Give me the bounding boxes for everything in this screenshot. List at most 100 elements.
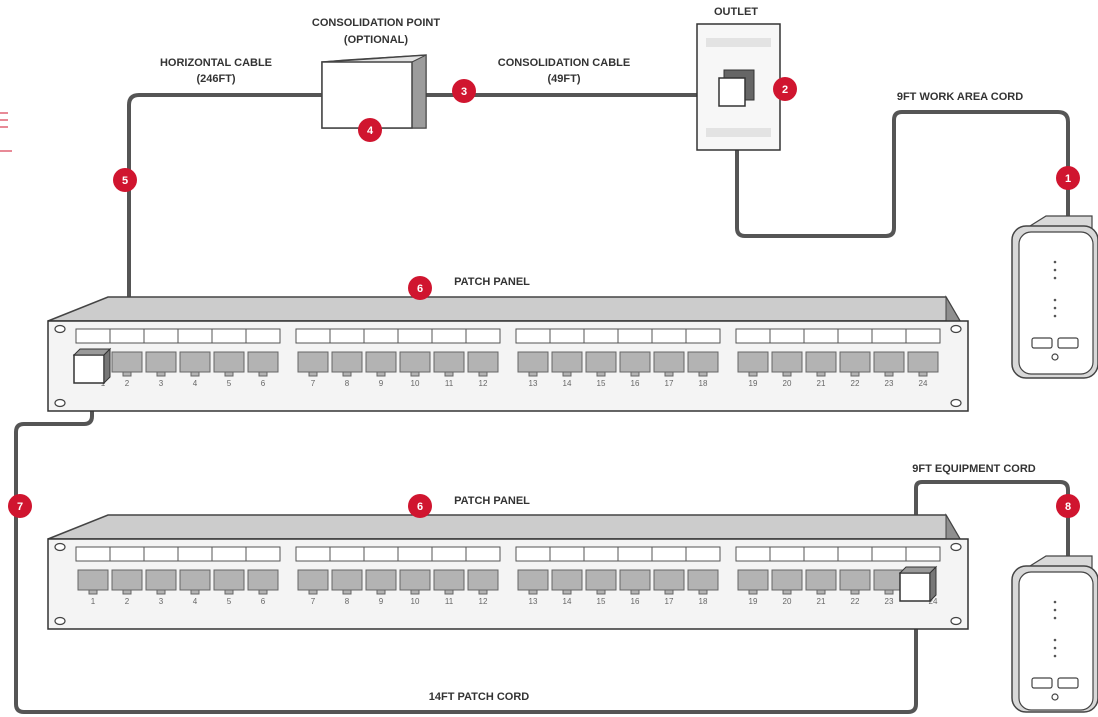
- jack-tab: [596, 371, 606, 377]
- badge-1: 1: [1056, 166, 1080, 190]
- horizontal-cable-line: [127, 93, 324, 302]
- port-number: 23: [885, 597, 894, 606]
- jack-port: [247, 569, 279, 591]
- label-strip-cell: [549, 546, 585, 562]
- port-number: 9: [379, 379, 384, 388]
- label-strip-cell: [75, 328, 111, 344]
- jack-tab: [190, 371, 200, 377]
- patch-panel-bottom-title: PATCH PANEL: [454, 495, 530, 507]
- label-strip-cell: [583, 328, 619, 344]
- mount-hole: [54, 542, 66, 552]
- jack-port: [653, 569, 685, 591]
- port-number: 1: [91, 597, 96, 606]
- jack-tab: [528, 589, 538, 595]
- port-number: 7: [311, 379, 316, 388]
- horizontal-cable-length: (246FT): [196, 73, 235, 85]
- port-number: 3: [159, 379, 164, 388]
- port-number: 9: [379, 597, 384, 606]
- jack-port: [331, 569, 363, 591]
- label-strip-cell: [837, 328, 873, 344]
- jack-tab: [88, 589, 98, 595]
- jack-tab: [630, 589, 640, 595]
- label-strip-cell: [329, 546, 365, 562]
- label-strip-cell: [685, 328, 721, 344]
- jack-tab: [918, 371, 928, 377]
- jack-tab: [156, 589, 166, 595]
- jack-port: [247, 351, 279, 373]
- port-number: 17: [665, 379, 674, 388]
- jack-port: [179, 569, 211, 591]
- label-strip-cell: [651, 328, 687, 344]
- jack-tab: [850, 371, 860, 377]
- jack-port: [805, 569, 837, 591]
- label-strip-cell: [651, 546, 687, 562]
- label-strip-cell: [245, 328, 281, 344]
- jack-port: [399, 569, 431, 591]
- port-number: 13: [529, 379, 538, 388]
- jack-port: [687, 351, 719, 373]
- consolidation-point-box: [321, 54, 427, 129]
- port-number: 22: [851, 597, 860, 606]
- label-strip-cell: [177, 328, 213, 344]
- jack-tab: [190, 589, 200, 595]
- consolidation-point-optional: (OPTIONAL): [344, 34, 408, 46]
- jack-tab: [342, 589, 352, 595]
- mount-hole: [54, 616, 66, 626]
- panel-side: [945, 295, 961, 322]
- label-strip-cell: [431, 546, 467, 562]
- jack-tab: [528, 371, 538, 377]
- jack-port: [737, 351, 769, 373]
- jack-tab: [562, 371, 572, 377]
- badge-6-bottom: 6: [408, 494, 432, 518]
- outlet-title: OUTLET: [714, 6, 758, 18]
- jack-port: [179, 351, 211, 373]
- jack-tab: [748, 371, 758, 377]
- jack-port: [331, 351, 363, 373]
- mount-hole: [950, 324, 962, 334]
- port-number: 20: [783, 379, 792, 388]
- label-strip-cell: [143, 328, 179, 344]
- jack-tab: [224, 371, 234, 377]
- jack-port: [213, 351, 245, 373]
- label-strip-cell: [837, 546, 873, 562]
- port-number: 7: [311, 597, 316, 606]
- jack-port: [517, 351, 549, 373]
- mount-hole: [54, 324, 66, 334]
- patch-cord-line: [14, 383, 918, 714]
- jack-tab: [410, 589, 420, 595]
- label-strip-cell: [245, 546, 281, 562]
- jack-tab: [596, 589, 606, 595]
- label-strip-cell: [397, 328, 433, 344]
- jack-tab: [410, 371, 420, 377]
- label-strip-cell: [871, 546, 907, 562]
- jack-tab: [562, 589, 572, 595]
- port-number: 6: [261, 379, 266, 388]
- number-badges: 1 2 3 4 5 6 6 7 8: [8, 77, 1080, 518]
- port-number: 12: [479, 379, 488, 388]
- port-number: 14: [563, 597, 572, 606]
- jack-tab: [478, 589, 488, 595]
- label-strip-cell: [295, 546, 331, 562]
- jack-port: [433, 569, 465, 591]
- panel-side: [945, 513, 961, 540]
- port-number: 16: [631, 597, 640, 606]
- jack-port: [585, 569, 617, 591]
- jack-port: [297, 351, 329, 373]
- labels: CONSOLIDATION POINT (OPTIONAL) OUTLET HO…: [160, 6, 1036, 703]
- workstation-device-top: [1011, 215, 1098, 379]
- label-strip-cell: [549, 328, 585, 344]
- label-strip-cell: [905, 546, 941, 562]
- label-strip-cell: [905, 328, 941, 344]
- badge-5: 5: [113, 168, 137, 192]
- port-number: 10: [411, 379, 420, 388]
- svg-text:2: 2: [782, 84, 788, 96]
- jack-port: [839, 569, 871, 591]
- port-number: 24: [919, 379, 928, 388]
- jack-tab: [630, 371, 640, 377]
- jack-port: [619, 351, 651, 373]
- port-number: 5: [227, 379, 232, 388]
- patch-panel-top-title: PATCH PANEL: [454, 276, 530, 288]
- port-number: 14: [563, 379, 572, 388]
- jack-tab: [224, 589, 234, 595]
